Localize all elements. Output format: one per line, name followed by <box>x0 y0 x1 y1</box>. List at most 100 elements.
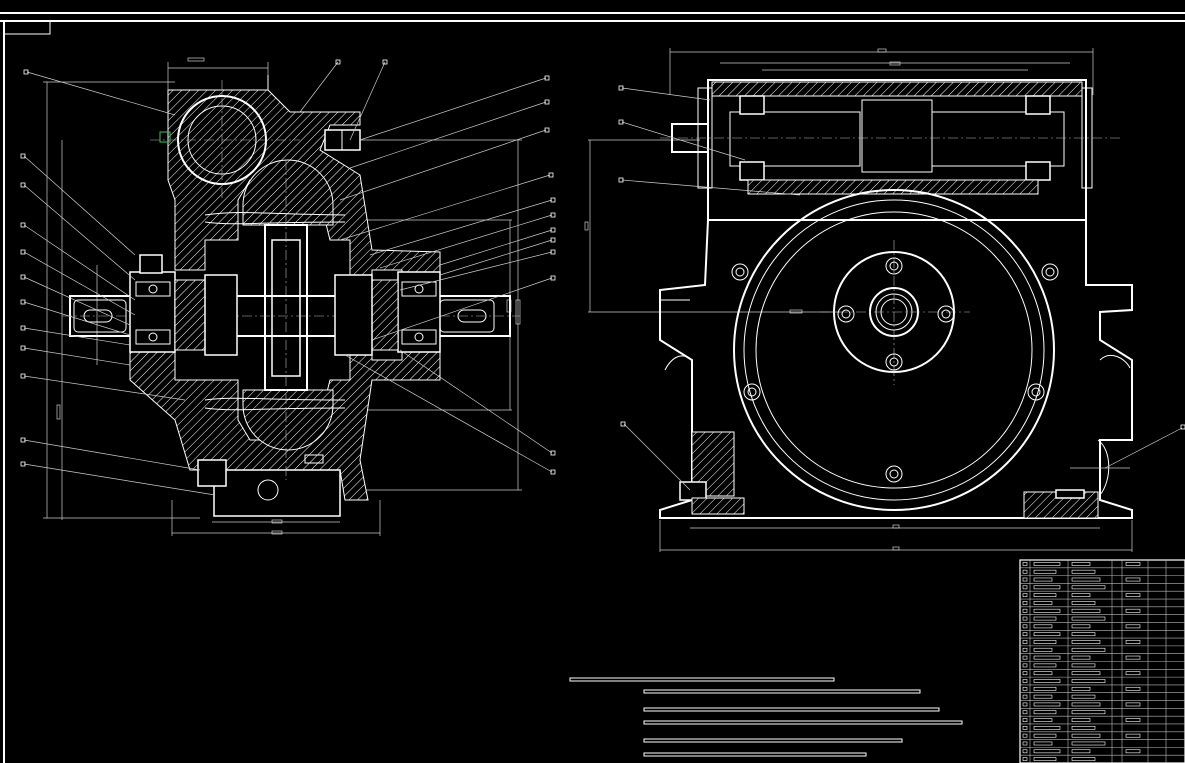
title-block <box>1019 559 1185 763</box>
sectional-front-view <box>20 57 556 536</box>
title-block-cell-mark <box>1071 726 1096 730</box>
title-block-cell-mark <box>1022 585 1028 590</box>
drain-plug <box>257 479 279 501</box>
title-block-cell-mark <box>1022 718 1028 722</box>
title-block-cell-mark <box>1071 577 1101 582</box>
title-block-cell-mark <box>1071 585 1106 590</box>
title-block-cell-mark <box>1033 757 1057 761</box>
title-block-cell-mark <box>1022 593 1028 597</box>
title-block-cell-mark <box>1033 655 1061 660</box>
title-block-cell-mark <box>1071 616 1106 621</box>
title-block-cell-mark <box>1033 710 1057 715</box>
title-block-cell-mark <box>1022 577 1028 582</box>
title-block-cell-mark <box>1071 601 1096 605</box>
title-block-cell-mark <box>1033 694 1053 699</box>
title-block-cell-mark <box>1071 757 1096 761</box>
title-block-cell-mark <box>1022 686 1028 691</box>
title-block-cell-mark <box>1071 593 1091 597</box>
title-block-cell-mark <box>1022 726 1028 730</box>
drain-housing-base <box>213 469 341 517</box>
title-block-cell-mark <box>1071 718 1091 722</box>
title-block-cell-mark <box>1022 562 1028 566</box>
title-block-cell-mark <box>1033 679 1061 683</box>
technical-notes <box>569 677 963 757</box>
title-block-cell-mark <box>1071 733 1101 738</box>
title-block-cell-mark <box>1033 671 1053 676</box>
title-block-cell-mark <box>1071 632 1096 637</box>
title-block-cell-mark <box>1125 655 1141 660</box>
title-block-cell-mark <box>1033 616 1057 621</box>
title-block-cell-mark <box>1022 569 1028 574</box>
title-block-cell-mark <box>1071 569 1096 574</box>
foot-bolt-left <box>691 431 735 497</box>
title-block-cell-mark <box>1071 655 1091 660</box>
title-block-cell-mark <box>1071 663 1096 668</box>
title-block-cell-mark <box>1125 640 1141 644</box>
cover-bolt-holes <box>837 257 955 371</box>
flange-bolt-holes <box>731 263 1059 483</box>
title-block-cell-mark <box>1071 640 1101 644</box>
title-block-cell-mark <box>1022 694 1028 699</box>
title-block-cell-mark <box>1033 726 1061 730</box>
leader-lines-right <box>299 61 553 473</box>
gearbox-body-side <box>659 189 1133 519</box>
title-block-cell-mark <box>1033 733 1057 738</box>
title-block-cell-mark <box>1022 741 1028 746</box>
title-block-cell-mark <box>1071 702 1101 707</box>
part-balloons-right <box>618 85 1185 430</box>
sheet-border <box>0 12 1185 763</box>
title-block-cell-mark <box>1022 647 1028 652</box>
part-balloons-left <box>20 59 556 475</box>
leader-lines-left <box>23 71 216 496</box>
leader-lines-side-view <box>621 87 1183 491</box>
title-block-cell-mark <box>1125 593 1141 597</box>
cap-screw-left <box>139 254 163 274</box>
title-block-cell-mark <box>1125 749 1141 754</box>
title-block-cell-mark <box>1125 686 1141 691</box>
title-block-cell-mark <box>1022 601 1028 605</box>
title-block-cell-mark <box>1033 624 1053 629</box>
title-block-cell-mark <box>1125 702 1141 707</box>
title-block-cell-mark <box>1022 663 1028 668</box>
title-block-cell-mark <box>1022 624 1028 629</box>
side-view <box>584 48 1185 552</box>
title-block-cell-mark <box>1033 718 1053 722</box>
title-block-cell-mark <box>1125 562 1141 566</box>
title-block-cell-mark <box>1033 632 1061 637</box>
title-block-cell-mark <box>1125 577 1141 582</box>
title-block-cell-mark <box>1022 671 1028 676</box>
bearing-right <box>334 271 441 356</box>
title-block-cell-mark <box>1071 671 1101 676</box>
title-block-cell-mark <box>1022 710 1028 715</box>
title-block-cell-mark <box>1022 749 1028 754</box>
title-block-cell-mark <box>1071 608 1101 613</box>
flange-outer-circle <box>733 189 1055 511</box>
title-block-cell-mark <box>1022 702 1028 707</box>
title-block-cell-mark <box>1071 710 1106 715</box>
title-block-cell-mark <box>1022 616 1028 621</box>
worm-housing-top <box>660 79 1120 221</box>
title-block-cell-mark <box>1022 608 1028 613</box>
bolt-bottom-left <box>197 459 227 487</box>
title-block-cell-mark <box>1033 663 1057 668</box>
title-block-cell-mark <box>1033 577 1053 582</box>
title-block-cell-mark <box>1033 585 1061 590</box>
title-block-cell-mark <box>1022 733 1028 738</box>
title-block-cell-mark <box>1125 671 1141 676</box>
bearing-left <box>129 271 238 356</box>
title-block-cell-mark <box>1033 702 1061 707</box>
title-block-cell-mark <box>1125 718 1141 722</box>
title-block-cell-mark <box>1033 601 1053 605</box>
title-block-cell-mark <box>1033 593 1057 597</box>
selection-marker <box>159 131 171 143</box>
title-block-cell-mark <box>1071 741 1106 746</box>
title-block-cell-mark <box>1033 686 1057 691</box>
title-block-cell-mark <box>1033 749 1061 754</box>
title-block-cell-mark <box>1022 632 1028 637</box>
title-block-cell-mark <box>1125 733 1141 738</box>
title-block-cell-mark <box>1022 679 1028 683</box>
title-block-cell-mark <box>1022 757 1028 761</box>
title-block-cell-mark <box>1125 624 1141 629</box>
title-block-cell-mark <box>1033 640 1057 644</box>
